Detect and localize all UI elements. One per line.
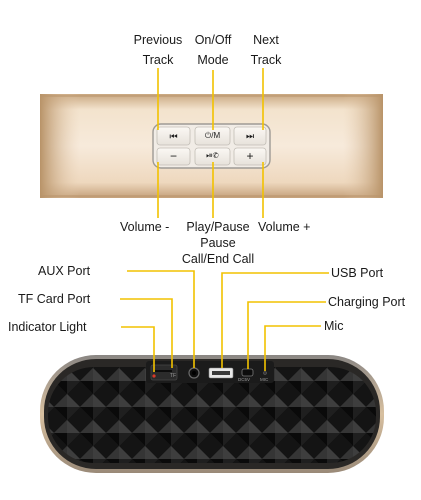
label-usb-port: USB Port (331, 266, 384, 280)
label-previous-track: Previous Track (133, 33, 183, 67)
power-icon: ⏻/M (204, 131, 221, 140)
label-on-off-mode: On/Off Mode (194, 33, 232, 67)
speaker-grille (48, 367, 376, 463)
minus-icon: − (169, 149, 177, 163)
indicator-light (152, 374, 156, 378)
label-volume-down: Volume - (120, 220, 170, 234)
mic-marking: MIC (260, 377, 269, 382)
dcin-marking: DC5V (238, 377, 251, 382)
previous-icon: ⏮ (169, 131, 178, 141)
label-indicator-light: Indicator Light (8, 320, 87, 334)
label-mic: Mic (324, 319, 344, 333)
button-panel (152, 123, 271, 169)
label-next-track: Next Track (250, 33, 282, 67)
label-aux-port: AUX Port (38, 264, 91, 278)
tf-marking: TF (170, 373, 177, 379)
mic-hole (263, 371, 267, 375)
label-charging-port: Charging Port (328, 295, 406, 309)
power-mode-button[interactable]: ⏻/M (195, 129, 230, 143)
next-track-button[interactable]: ⏭ (234, 129, 266, 143)
label-volume-up: Volume + (258, 220, 311, 234)
speaker-front-view (40, 355, 384, 473)
plus-icon: + (246, 149, 254, 163)
play-pause-call-button[interactable]: ⏯✆ (195, 149, 230, 163)
volume-down-button[interactable]: − (157, 149, 190, 163)
speaker-top-view (40, 94, 383, 198)
play-pause-phone-icon: ⏯✆ (206, 151, 219, 160)
tf-card-slot (150, 364, 178, 381)
next-icon: ⏭ (245, 131, 255, 141)
previous-track-button[interactable]: ⏮ (157, 129, 190, 143)
leader-lines (120, 68, 329, 372)
label-play-pause: Play/Pause Pause Call/End Call (181, 220, 255, 266)
label-tf-card-port: TF Card Port (18, 292, 91, 306)
volume-up-button[interactable]: + (234, 149, 266, 163)
charging-port (241, 368, 254, 377)
